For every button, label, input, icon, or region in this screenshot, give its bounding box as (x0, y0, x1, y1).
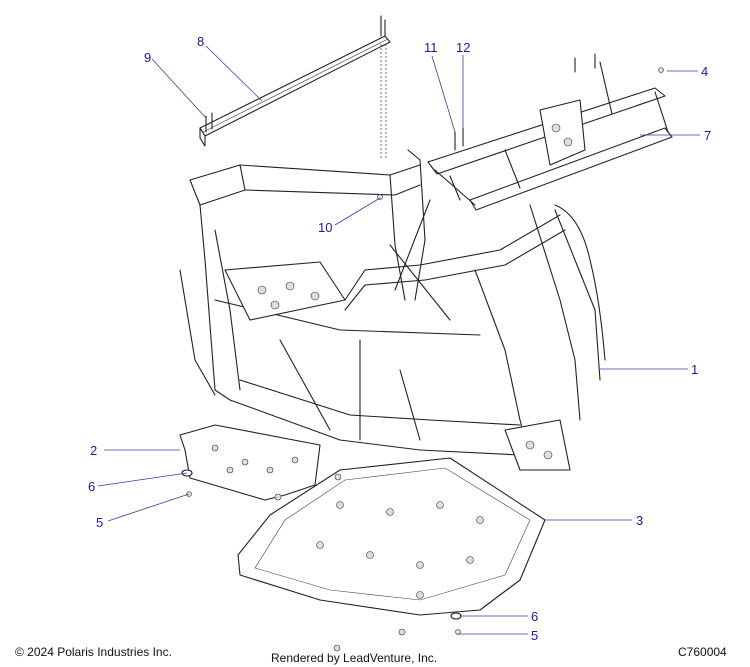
callout-6-right[interactable]: 6 (531, 609, 538, 624)
callout-12[interactable]: 12 (456, 40, 470, 55)
callout-5-left[interactable]: 5 (96, 515, 103, 530)
callout-2[interactable]: 2 (90, 443, 97, 458)
rendered-by-text: Rendered by LeadVenture, Inc. (271, 651, 438, 665)
callout-labels: 1 2 3 4 5 5 6 6 7 8 9 10 11 12 (88, 34, 711, 643)
leader-lines (97, 45, 700, 635)
callout-9[interactable]: 9 (144, 50, 151, 65)
callout-7[interactable]: 7 (704, 128, 711, 143)
part-7-rear-rack[interactable] (427, 53, 673, 211)
part-2-skid-plate[interactable] (179, 424, 321, 501)
diagram-code: C760004 (678, 645, 727, 659)
part-9-bolts[interactable] (205, 112, 213, 133)
part-3-skid-plate[interactable] (237, 457, 546, 616)
callout-3[interactable]: 3 (636, 513, 643, 528)
part-1-main-frame[interactable] (179, 149, 606, 471)
copyright-text: © 2024 Polaris Industries Inc. (15, 645, 172, 659)
fastener-hardware[interactable] (181, 194, 462, 652)
callout-5-right[interactable]: 5 (531, 628, 538, 643)
callout-6-left[interactable]: 6 (88, 479, 95, 494)
callout-10[interactable]: 10 (318, 220, 332, 235)
callout-11[interactable]: 11 (424, 40, 438, 55)
callout-4[interactable]: 4 (701, 64, 708, 79)
part-8-upper-tube[interactable] (199, 15, 391, 160)
callout-8[interactable]: 8 (197, 34, 204, 49)
callout-1[interactable]: 1 (691, 362, 698, 377)
